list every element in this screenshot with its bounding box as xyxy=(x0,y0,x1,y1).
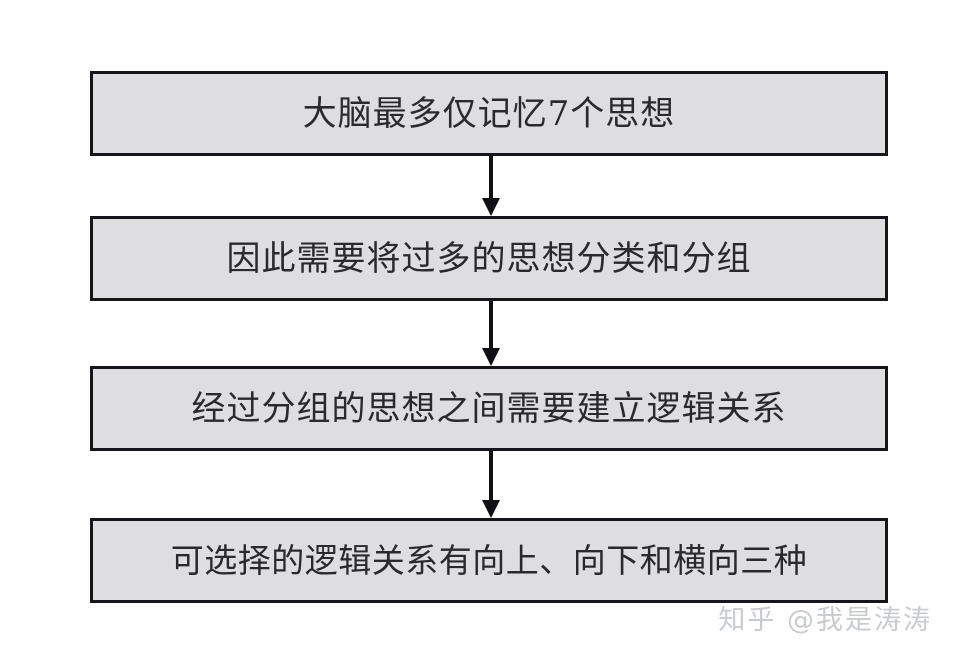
flow-node-4: 可选择的逻辑关系有向上、向下和横向三种 xyxy=(90,518,888,603)
watermark-text: 知乎 @我是涛涛 xyxy=(718,605,932,636)
flow-node-3: 经过分组的思想之间需要建立逻辑关系 xyxy=(90,366,888,451)
arrow-node1-to-node2 xyxy=(482,156,500,216)
flow-node-4-label: 可选择的逻辑关系有向上、向下和横向三种 xyxy=(170,541,808,580)
flow-node-3-label: 经过分组的思想之间需要建立逻辑关系 xyxy=(191,388,787,429)
flow-node-1: 大脑最多仅记忆7个思想 xyxy=(90,71,888,156)
arrow-node3-to-node4 xyxy=(482,451,500,518)
arrow-node2-to-node3 xyxy=(482,301,500,366)
flow-node-2-label: 因此需要将过多的思想分类和分组 xyxy=(226,238,752,279)
flow-node-1-label: 大脑最多仅记忆7个思想 xyxy=(302,93,676,134)
flow-node-2: 因此需要将过多的思想分类和分组 xyxy=(90,216,888,301)
